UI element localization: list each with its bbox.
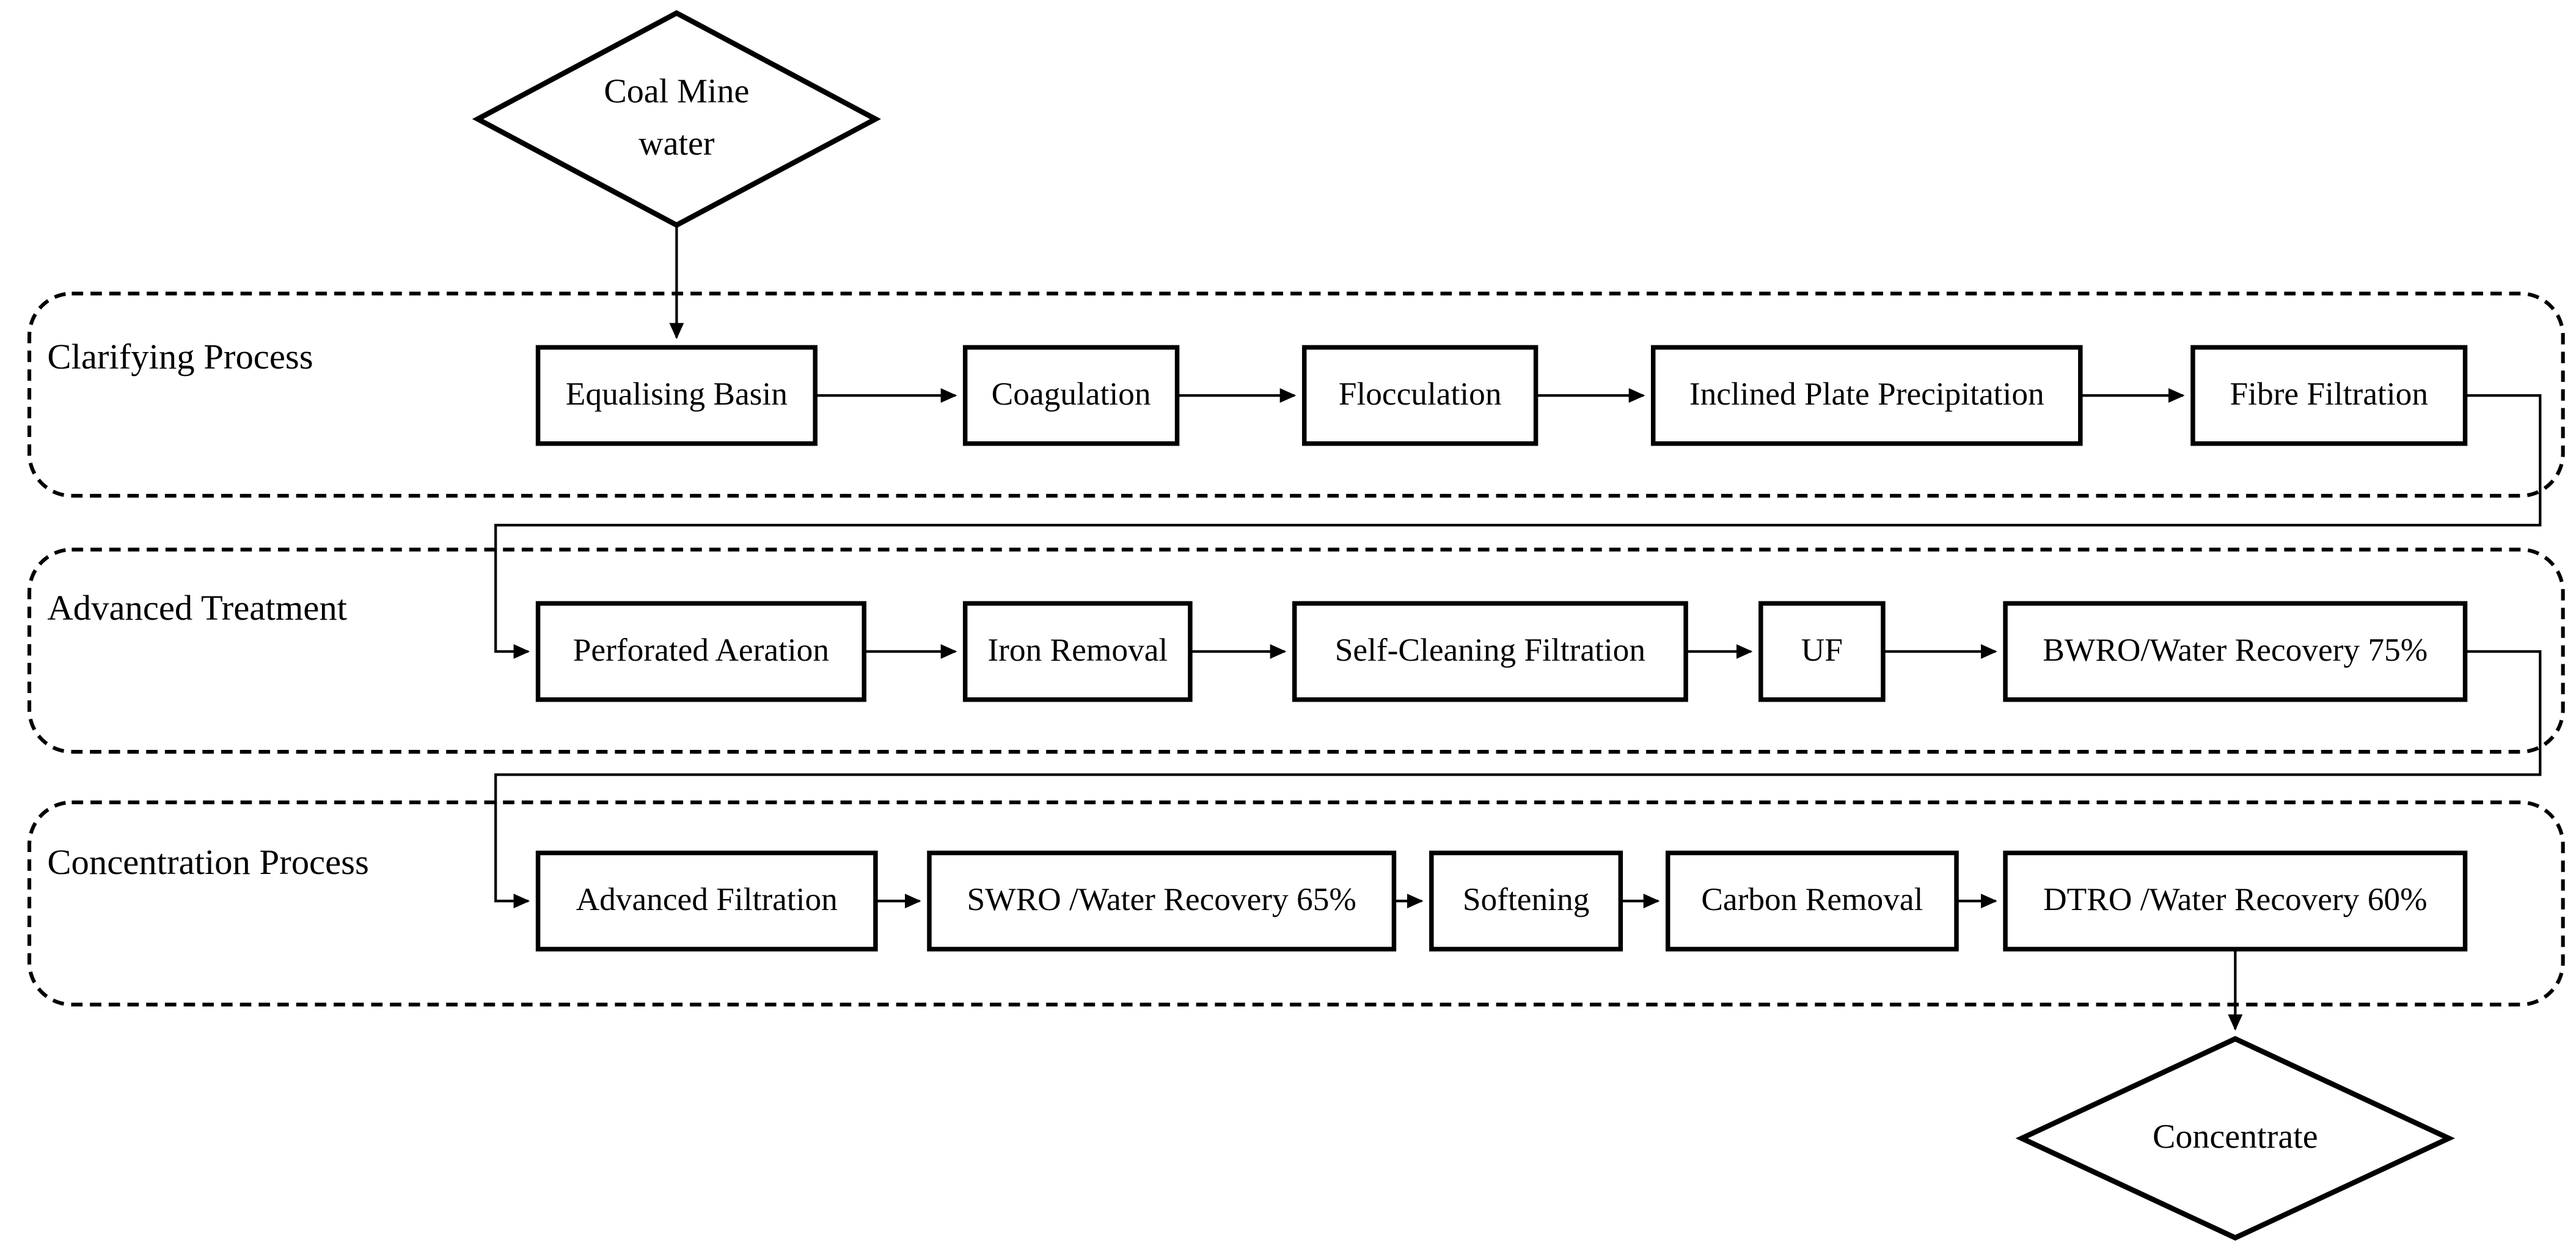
node-uf-label: UF — [1801, 631, 1843, 668]
node-coal-mine-water-label-line2: water — [639, 125, 715, 163]
node-perforated-aeration — [535, 601, 866, 702]
group-clarifying-process-label: Clarifying Process — [47, 337, 313, 376]
connector-bwro-to-advanced-filtration — [494, 650, 2542, 909]
group-advanced-treatment-container — [27, 548, 2565, 754]
node-fibre-filtration — [2190, 345, 2468, 446]
node-dtro-water-recovery-label: DTRO /Water Recovery 60% — [2043, 881, 2427, 917]
node-coal-mine-water — [472, 10, 881, 229]
node-carbon-removal-label: Carbon Removal — [1701, 881, 1923, 917]
node-flocculation — [1301, 345, 1539, 446]
node-dtro-water-recovery — [2003, 850, 2468, 952]
group-advanced-treatment-label: Advanced Treatment — [47, 588, 347, 628]
node-flocculation-label: Flocculation — [1339, 375, 1502, 412]
group-clarifying-process-container — [27, 292, 2565, 498]
node-coagulation — [962, 345, 1180, 446]
node-uf — [1758, 601, 1886, 702]
node-self-cleaning-filtration — [1292, 601, 1688, 702]
node-bwro-water-recovery — [2003, 601, 2468, 702]
node-fibre-filtration-label: Fibre Filtration — [2230, 375, 2428, 412]
group-concentration-process-container — [27, 800, 2565, 1007]
node-concentrate-label: Concentrate — [2153, 1118, 2318, 1156]
connector-fibre-filtration-to-perforated-aeration — [494, 394, 2542, 659]
node-iron-removal-label: Iron Removal — [987, 631, 1168, 668]
node-self-cleaning-filtration-label: Self-Cleaning Filtration — [1335, 631, 1645, 668]
node-bwro-water-recovery-label: BWRO/Water Recovery 75% — [2043, 631, 2428, 668]
node-softening — [1429, 850, 1623, 952]
node-swro-water-recovery-label: SWRO /Water Recovery 65% — [967, 881, 1356, 917]
node-coal-mine-water-label-line1: Coal Mine — [604, 73, 749, 111]
group-concentration-process-label: Concentration Process — [47, 842, 368, 882]
node-concentrate — [2015, 1036, 2455, 1241]
node-advanced-filtration — [535, 850, 878, 952]
node-inclined-plate-precipitation-label: Inclined Plate Precipitation — [1689, 375, 2044, 412]
node-carbon-removal — [1665, 850, 1959, 952]
node-iron-removal — [962, 601, 1193, 702]
node-coagulation-label: Coagulation — [992, 375, 1151, 412]
node-softening-label: Softening — [1463, 881, 1590, 917]
node-equalising-basin-label: Equalising Basin — [566, 375, 788, 412]
node-advanced-filtration-label: Advanced Filtration — [576, 881, 838, 917]
node-perforated-aeration-label: Perforated Aeration — [573, 631, 829, 668]
node-swro-water-recovery — [927, 850, 1397, 952]
node-inclined-plate-precipitation — [1650, 345, 2083, 446]
node-equalising-basin — [535, 345, 818, 446]
